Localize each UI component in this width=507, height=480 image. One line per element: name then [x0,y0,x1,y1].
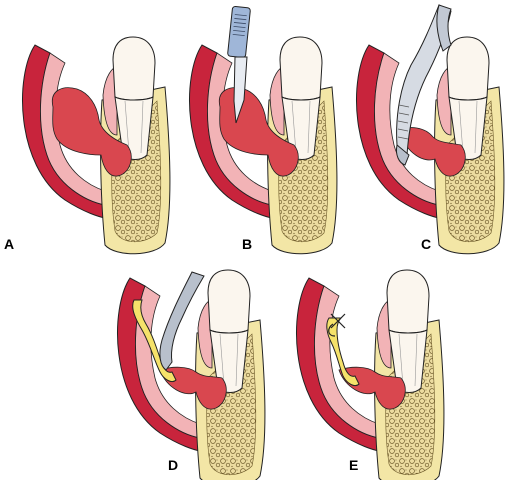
panel-label: B [242,236,252,252]
hemostat-icon [159,271,205,371]
scalpel-icon [227,5,251,124]
drain-icon [326,317,360,387]
panel-b: B [189,5,338,255]
panel-a: A [4,36,171,255]
abscess [398,127,466,177]
panel-label: A [4,236,14,252]
abscess [51,87,132,177]
panel-label: E [349,457,358,473]
panel-c: C [356,4,505,255]
panel-label: D [168,457,178,473]
panel-e: E [296,269,445,480]
panel-d: D [117,269,266,480]
panel-label: C [421,236,431,252]
hemostat-icon [396,4,452,166]
suture-icon [328,313,346,337]
abscess [159,366,227,410]
drain-icon [132,299,177,383]
